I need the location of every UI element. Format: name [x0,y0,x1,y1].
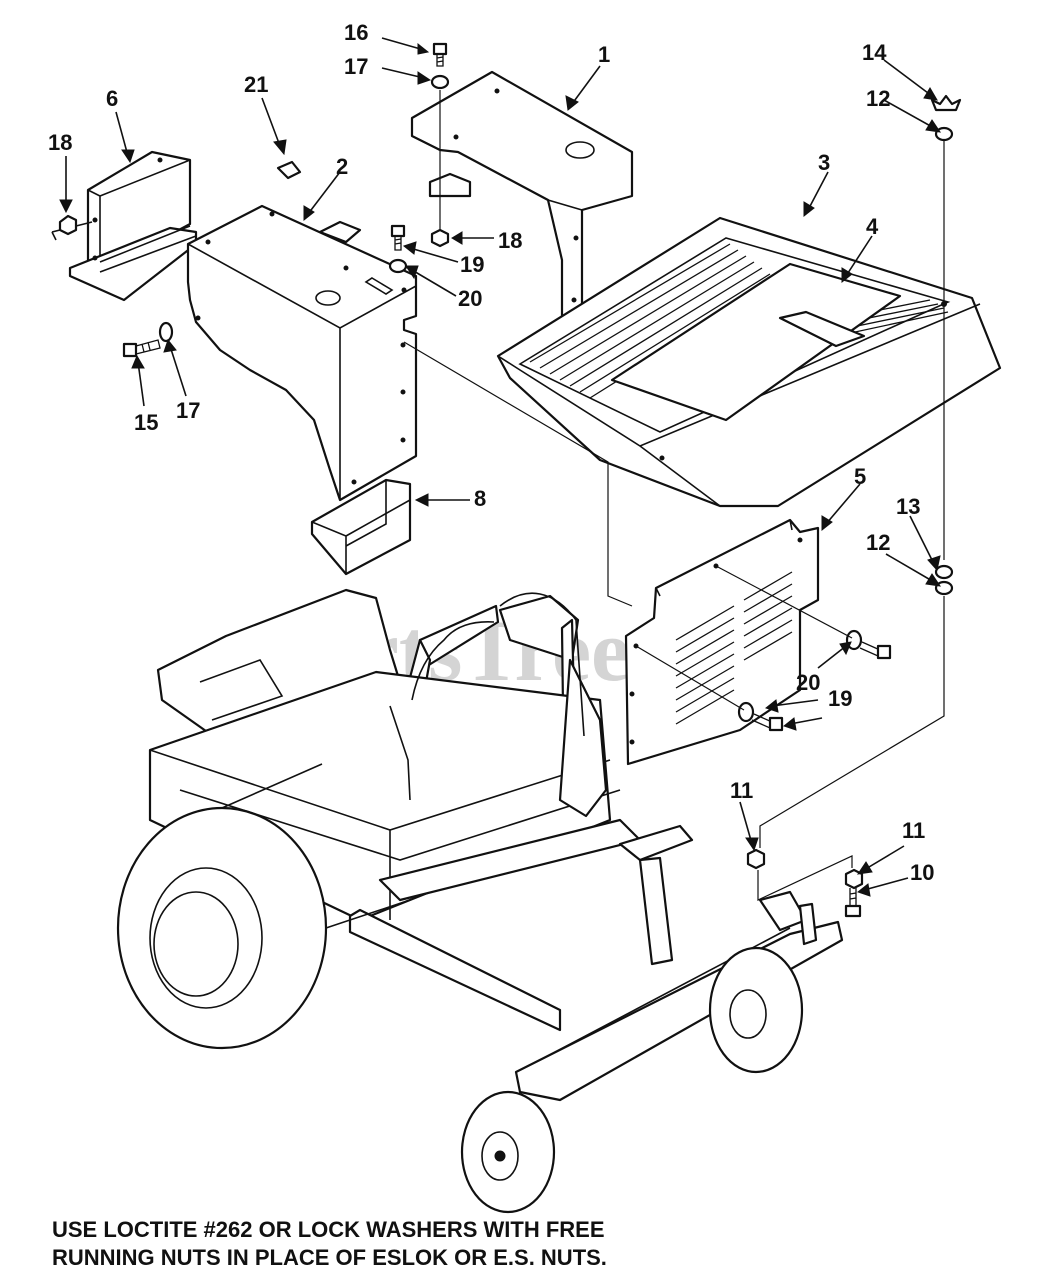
callout-2: 2 [336,154,348,179]
part-21-clip[interactable] [276,160,302,180]
callout-20-upper: 20 [458,286,482,311]
callout-leaders [59,37,942,897]
note-line-1: USE LOCTITE #262 OR LOCK WASHERS WITH FR… [52,1217,605,1242]
callout-18-upper: 18 [498,228,522,253]
part-13-washer[interactable] [934,564,954,580]
callout-8: 8 [474,486,486,511]
part-17-washer[interactable] [430,74,450,90]
callout-6: 6 [106,86,118,111]
part-18-nut-left[interactable] [58,214,78,236]
callout-12-top: 12 [866,86,890,111]
callout-labels: 16 17 1 6 21 18 2 3 4 18 19 20 15 17 8 5… [48,20,934,885]
callout-11-right: 11 [902,818,925,843]
assembly-lines [403,90,945,901]
chassis-frame [116,588,844,1214]
callout-16: 16 [344,20,368,45]
callout-17: 17 [344,54,368,79]
part-14-wing-nut[interactable] [930,94,962,112]
callout-17-left: 17 [176,398,200,423]
note-line-2: RUNNING NUTS IN PLACE OF ESLOK OR E.S. N… [52,1245,607,1270]
part-19-bolt-lower[interactable] [751,713,784,732]
part-1-shroud[interactable] [410,70,634,320]
part-11-nut[interactable] [746,848,766,870]
part-18-nut[interactable] [430,228,450,248]
part-3-hood[interactable] [496,216,1002,508]
callout-12-lower: 12 [866,530,890,555]
callout-20-right: 20 [796,670,820,695]
loctite-note: USE LOCTITE #262 OR LOCK WASHERS WITH FR… [52,1216,752,1272]
part-4-hood-panel[interactable] [610,262,902,422]
callout-15: 15 [134,410,158,435]
callout-1: 1 [598,42,610,67]
part-15-bolt[interactable] [122,339,161,358]
callout-14: 14 [862,40,887,65]
part-19-bolt-upper[interactable] [390,224,406,251]
part-19-bolt-right[interactable] [859,641,892,660]
callout-11: 11 [730,778,753,803]
callout-3: 3 [818,150,830,175]
part-10-bolt[interactable] [844,888,862,918]
part-17-washer-left[interactable] [158,321,174,343]
callout-18: 18 [48,130,72,155]
callout-10: 10 [910,860,934,885]
part-2-side-shroud[interactable] [186,204,418,502]
callout-19-upper: 19 [460,252,484,277]
callout-19-right: 19 [828,686,852,711]
part-5-grille-panel[interactable] [624,518,820,766]
part-8-bracket[interactable] [310,478,412,576]
part-20-washer-lower[interactable] [737,701,755,723]
callout-13: 13 [896,494,920,519]
callout-5: 5 [854,464,866,489]
callout-21: 21 [244,72,268,97]
callout-4: 4 [866,214,879,239]
part-16-bolt[interactable] [432,42,448,67]
part-20-washer-upper[interactable] [388,258,408,274]
part-12-washer-lower[interactable] [934,580,954,596]
